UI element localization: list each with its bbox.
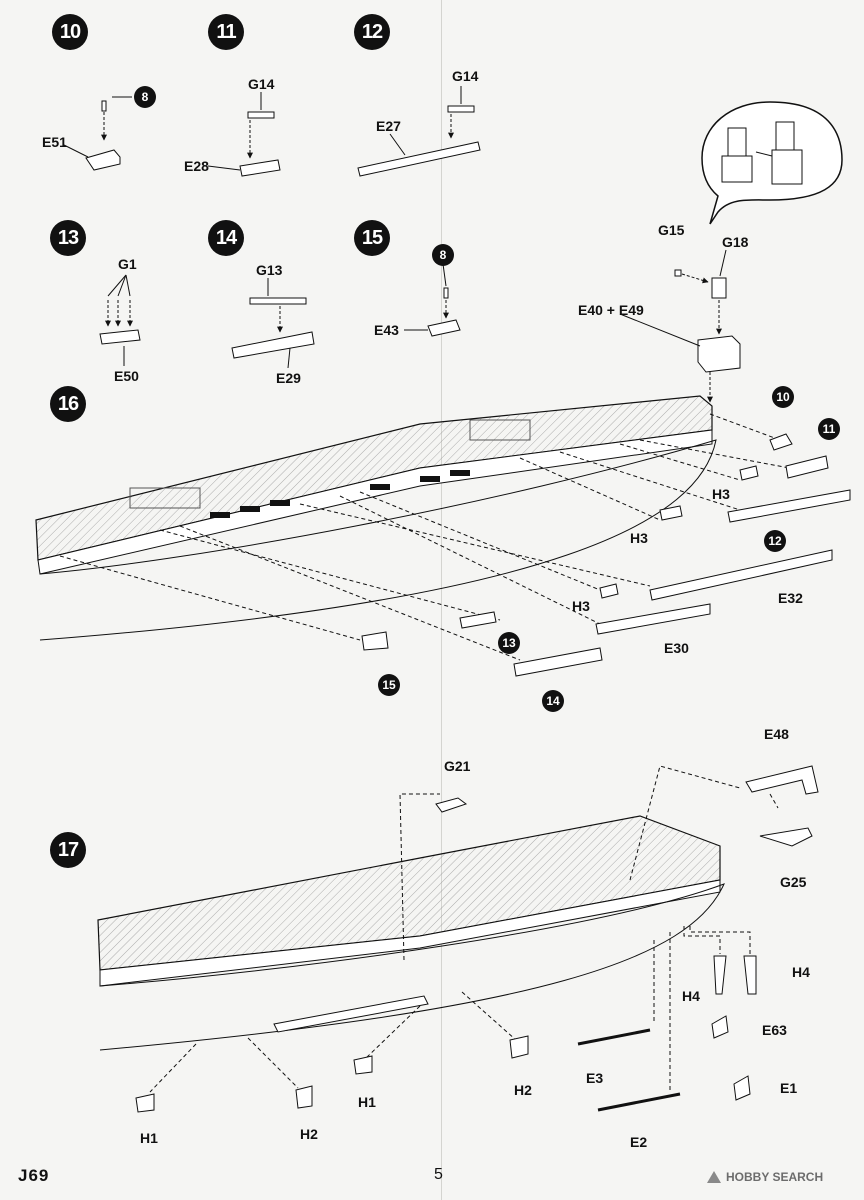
- part-label: E3: [586, 1070, 604, 1086]
- step17-hull: [97, 765, 819, 1113]
- part-label: E29: [276, 370, 301, 386]
- page-fold-line: [441, 0, 442, 1200]
- step14-drawing: [231, 278, 315, 369]
- part-label: E48: [764, 726, 789, 742]
- part-label: G14: [248, 76, 275, 92]
- part-label: G18: [722, 234, 749, 250]
- part-label: H3: [712, 486, 730, 502]
- part-label: H3: [630, 530, 648, 546]
- step-number-17: 17: [50, 832, 86, 868]
- part-label: E50: [114, 368, 139, 384]
- step-number-12: 12: [354, 14, 390, 50]
- part-label: H2: [514, 1082, 532, 1098]
- step13-drawing: [99, 274, 141, 366]
- ref-step-13: 13: [498, 632, 520, 654]
- step-number-16: 16: [50, 386, 86, 422]
- part-label: G25: [780, 874, 807, 890]
- step10-drawing: [63, 96, 132, 171]
- step11-drawing: [207, 92, 281, 177]
- part-label: E27: [376, 118, 401, 134]
- part-label: H1: [140, 1130, 158, 1146]
- step-number-11: 11: [208, 14, 244, 50]
- step12-drawing: [357, 86, 481, 177]
- part-label: E1: [780, 1080, 798, 1096]
- part-label: E32: [778, 590, 803, 606]
- part-label: H3: [572, 598, 590, 614]
- part-label: G1: [118, 256, 137, 272]
- part-label: E43: [374, 322, 399, 338]
- part-label: E51: [42, 134, 67, 150]
- g18-assembly: [619, 249, 741, 403]
- step15-drawing: [404, 263, 461, 337]
- part-label: E40 + E49: [578, 302, 644, 318]
- ref-step-8: 8: [432, 244, 454, 266]
- part-label: E28: [184, 158, 209, 174]
- ref-step-10: 10: [772, 386, 794, 408]
- watermark-text: HOBBY SEARCH: [726, 1170, 824, 1184]
- step-number-14: 14: [208, 220, 244, 256]
- part-label: E63: [762, 1022, 787, 1038]
- part-label: E2: [630, 1134, 648, 1150]
- watermark: HOBBY SEARCH: [706, 1170, 823, 1184]
- step-number-15: 15: [354, 220, 390, 256]
- part-label: H4: [792, 964, 810, 980]
- ref-step-14: 14: [542, 690, 564, 712]
- part-label: G14: [452, 68, 479, 84]
- page-number: 5: [434, 1166, 443, 1183]
- part-label: G13: [256, 262, 283, 278]
- part-label: H1: [358, 1094, 376, 1110]
- part-label: G15: [658, 222, 685, 238]
- part-label: H2: [300, 1126, 318, 1142]
- ref-step-15: 15: [378, 674, 400, 696]
- kit-code: J69: [18, 1166, 50, 1185]
- part-label: E30: [664, 640, 689, 656]
- step16-hull: [35, 395, 851, 677]
- part-label: G21: [444, 758, 471, 774]
- ref-step-11: 11: [818, 418, 840, 440]
- part-label: H4: [682, 988, 700, 1004]
- ref-step-12: 12: [764, 530, 786, 552]
- hobby-search-logo-icon: [707, 1171, 721, 1183]
- step-number-10: 10: [52, 14, 88, 50]
- detail-bubble: [701, 101, 843, 225]
- ref-step-8: 8: [134, 86, 156, 108]
- step-number-13: 13: [50, 220, 86, 256]
